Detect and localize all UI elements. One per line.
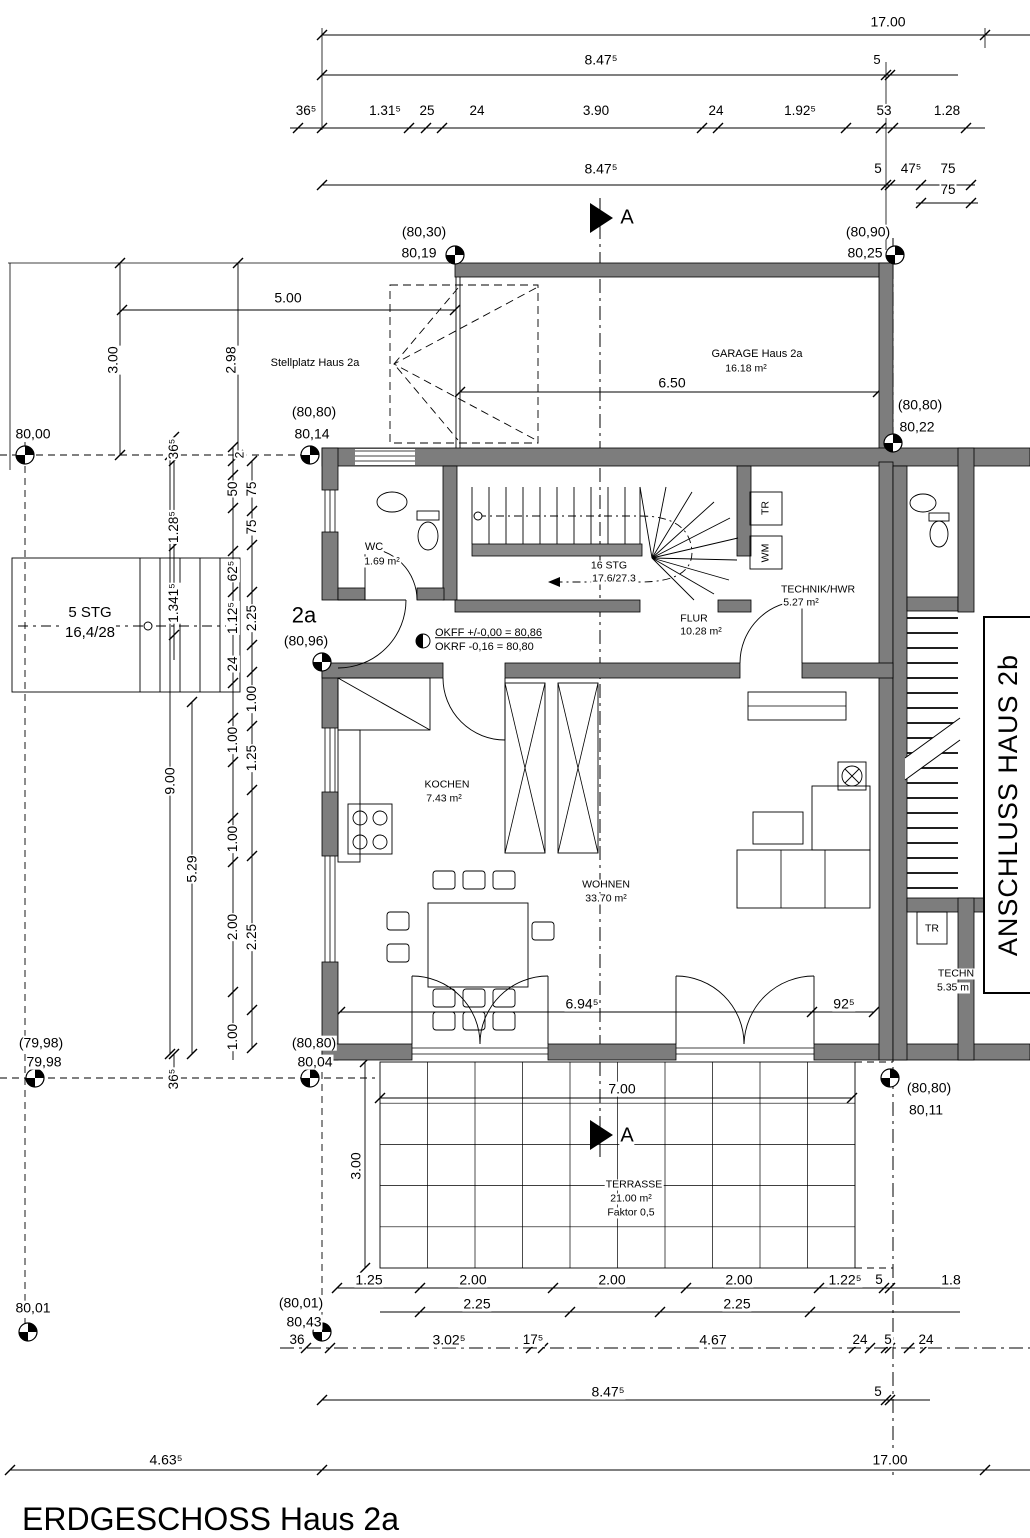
anschluss-haus-2b-label: ANSCHLUSS HAUS 2b — [992, 653, 1023, 957]
doors — [337, 547, 815, 1045]
elevation-marker — [885, 245, 905, 265]
section-arrow-top — [590, 203, 613, 233]
level-point-symbol — [415, 633, 431, 649]
elevation-marker — [312, 652, 332, 672]
elevation-marker — [880, 1068, 900, 1088]
walls — [321, 262, 1030, 1061]
floor-title: ERDGESCHOSS Haus 2a — [22, 1501, 400, 1538]
stellplatz-garage-door — [389, 284, 539, 444]
elevation-marker — [300, 445, 320, 465]
elevation-marker — [25, 1068, 45, 1088]
furniture — [337, 491, 950, 1031]
stairs-5stg — [11, 557, 241, 693]
elevation-marker — [883, 433, 903, 453]
dimension-lines — [4, 29, 1030, 1476]
stairs-2b — [904, 617, 961, 889]
elevation-marker — [18, 1322, 38, 1342]
section-arrow-bottom — [590, 1120, 613, 1150]
terrace — [379, 1061, 856, 1269]
elevation-marker — [300, 1068, 320, 1088]
elevation-marker — [445, 245, 465, 265]
stairs-16stg — [471, 486, 739, 601]
symbols — [15, 203, 905, 1342]
anschluss-haus-2b-box: ANSCHLUSS HAUS 2b — [983, 616, 1030, 994]
windows — [324, 277, 814, 1055]
elevation-marker — [15, 445, 35, 465]
reference-lines — [0, 28, 1030, 1475]
elevation-marker — [312, 1322, 332, 1342]
